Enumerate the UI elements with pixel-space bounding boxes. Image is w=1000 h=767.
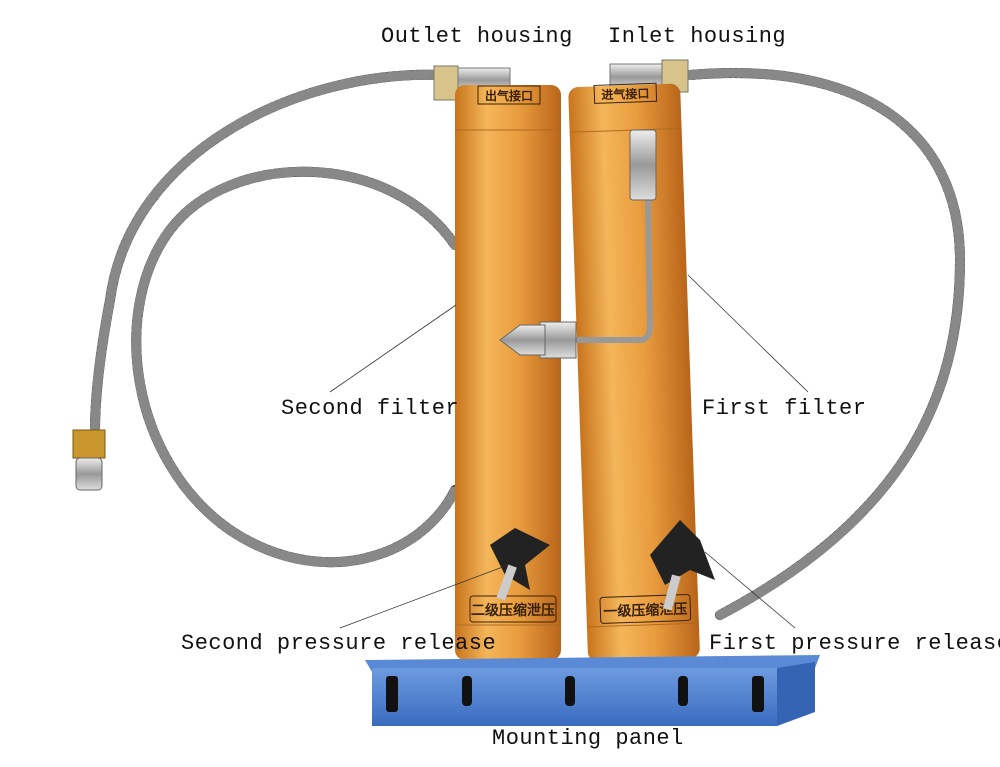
second-filter-cylinder: 出气接口 二级压缩泄压 <box>455 85 561 660</box>
second-pressure-release-label: Second pressure release <box>181 631 497 656</box>
second-release-valve <box>490 528 550 601</box>
inlet-port-marking: 进气接口 <box>601 86 650 103</box>
quick-connector-fitting <box>72 429 106 491</box>
first-stage-release-marking: 一级压缩泄压 <box>603 600 688 620</box>
connecting-tube <box>499 129 657 359</box>
first-filter-label: First filter <box>702 396 867 421</box>
first-pressure-release-label: First pressure release <box>709 631 1000 656</box>
outlet-housing-label: Outlet housing <box>381 24 573 49</box>
left-hose <box>90 69 460 568</box>
second-stage-release-marking: 二级压缩泄压 <box>471 602 555 619</box>
second-filter-label: Second filter <box>281 396 460 421</box>
mounting-panel <box>365 655 820 726</box>
mounting-panel-label: Mounting panel <box>492 726 684 751</box>
outlet-port-marking: 出气接口 <box>485 88 533 103</box>
first-release-valve <box>650 520 715 611</box>
leader-lines <box>329 274 809 629</box>
right-hose <box>685 68 966 620</box>
inlet-housing-label: Inlet housing <box>608 24 787 49</box>
